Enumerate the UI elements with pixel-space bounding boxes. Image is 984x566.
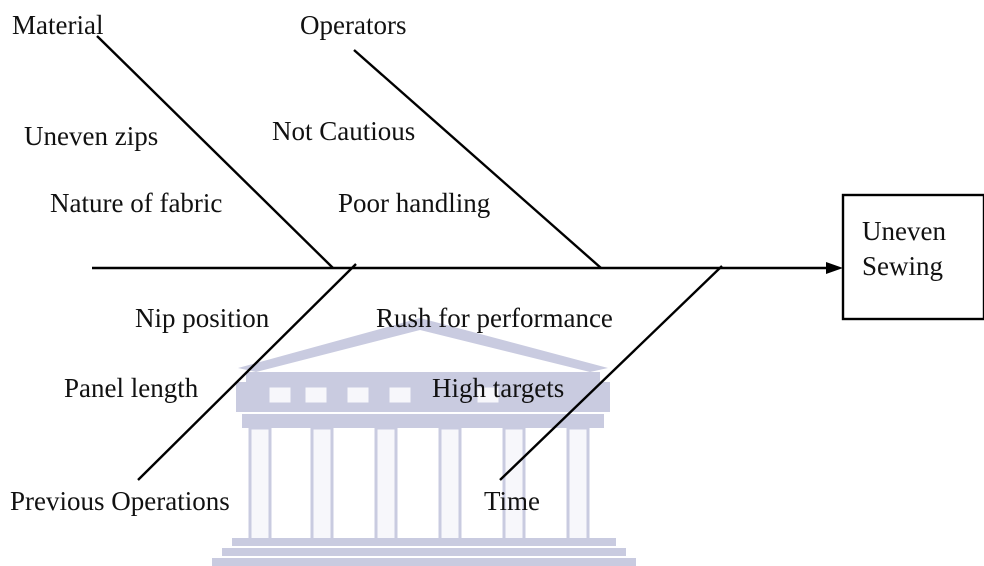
- spine-arrowhead: [826, 262, 843, 274]
- cause-uneven-zips: Uneven zips: [24, 121, 158, 151]
- rib-material: [96, 35, 334, 269]
- cause-poor-handling: Poor handling: [338, 188, 490, 218]
- category-time: Time: [484, 486, 540, 516]
- category-operators: Operators: [300, 10, 406, 40]
- cause-not-cautious: Not Cautious: [272, 116, 415, 146]
- rib-time: [499, 265, 723, 481]
- rib-operators: [353, 49, 602, 269]
- category-previous-operations: Previous Operations: [10, 486, 230, 516]
- effect-label-line1: Uneven: [862, 216, 946, 246]
- cause-high-targets: High targets: [432, 373, 564, 403]
- category-material: Material: [12, 10, 103, 40]
- cause-nip-position: Nip position: [135, 303, 270, 333]
- cause-nature-of-fabric: Nature of fabric: [50, 188, 222, 218]
- watermark-building: [212, 318, 636, 566]
- cause-rush-for-performance: Rush for performance: [376, 303, 613, 333]
- effect-label-line2: Sewing: [862, 251, 943, 281]
- rib-previous-operations: [137, 263, 357, 481]
- effect-box: [841, 193, 984, 321]
- cause-panel-length: Panel length: [64, 373, 199, 403]
